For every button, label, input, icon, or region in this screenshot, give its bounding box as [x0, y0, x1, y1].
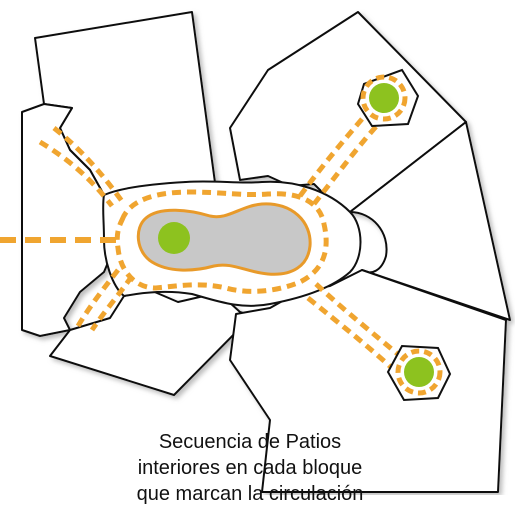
courtyard-top-right-ring	[360, 74, 408, 122]
caption-line-3: que marcan la circulación	[136, 483, 364, 505]
tree-top-right-icon	[369, 83, 399, 113]
central-patio	[136, 202, 312, 276]
path-top-left-a	[38, 139, 114, 208]
path-top-right-b	[312, 118, 384, 206]
caption-line-2: interiores en cada bloque	[137, 457, 363, 479]
hub-circulation-ring	[114, 189, 329, 294]
caption-line-1: Secuencia de Patios	[158, 431, 342, 453]
block-top-right	[229, 11, 467, 213]
circulation-paths	[0, 110, 402, 372]
building-blocks	[21, 11, 511, 493]
path-bottom-left-b	[89, 274, 135, 332]
site-plan-diagram	[0, 11, 511, 493]
courtyard-top-right	[356, 68, 420, 128]
courtyard-bottom-right-ring	[395, 348, 443, 396]
path-bottom-left-a	[75, 268, 120, 328]
path-top-right-a	[297, 110, 370, 198]
path-top-left-b	[52, 126, 127, 206]
tree-bottom-right-icon	[404, 357, 434, 387]
block-bottom-left	[49, 289, 253, 396]
tree-central-icon	[158, 222, 190, 254]
courtyard-bottom-right	[386, 344, 452, 402]
